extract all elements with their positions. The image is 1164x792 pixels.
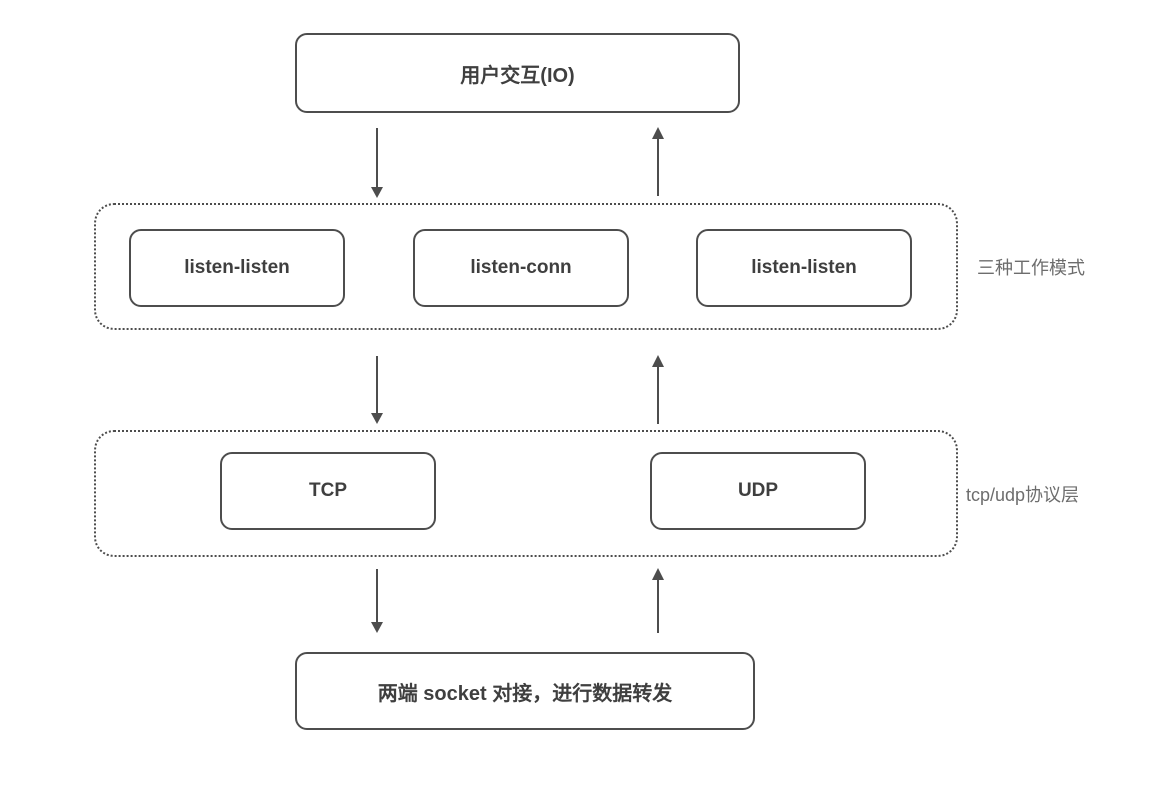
arrow-down-modes-to-protocols xyxy=(371,356,383,424)
node-udp-label: UDP xyxy=(737,480,779,501)
node-listen-listen-1-label: listen-listen xyxy=(184,257,290,278)
label-work-modes-text: 三种工作模式 xyxy=(977,257,1085,278)
arrow-down-io-to-modes xyxy=(371,128,383,198)
arrow-down-protocols-to-socket xyxy=(371,569,383,633)
group-protocol-layer: TCP UDP xyxy=(94,430,958,557)
arrow-up-modes-to-io xyxy=(652,127,664,196)
node-user-io-label: 用户交互(IO) xyxy=(460,64,575,87)
node-listen-listen-2-label: listen-listen xyxy=(751,257,857,278)
node-udp: UDP xyxy=(650,452,866,530)
arrow-up-protocols-to-modes xyxy=(652,355,664,424)
label-protocol-layer: tcp/udp协议层 xyxy=(966,430,1079,557)
node-socket-forward: 两端 socket 对接，进行数据转发 xyxy=(295,652,755,730)
node-listen-conn: listen-conn xyxy=(413,229,629,307)
node-listen-listen-2: listen-listen xyxy=(696,229,912,307)
label-protocol-layer-text: tcp/udp协议层 xyxy=(966,484,1080,505)
node-listen-conn-label: listen-conn xyxy=(470,257,572,278)
node-tcp-label: TCP xyxy=(309,480,347,501)
arrow-up-socket-to-protocols xyxy=(652,568,664,633)
label-work-modes: 三种工作模式 xyxy=(977,203,1085,330)
node-user-io: 用户交互(IO) xyxy=(295,33,740,113)
node-socket-forward-label: 两端 socket 对接，进行数据转发 xyxy=(377,682,673,705)
group-work-modes: listen-listen listen-conn listen-listen xyxy=(94,203,958,330)
node-tcp: TCP xyxy=(220,452,436,530)
node-listen-listen-1: listen-listen xyxy=(129,229,345,307)
